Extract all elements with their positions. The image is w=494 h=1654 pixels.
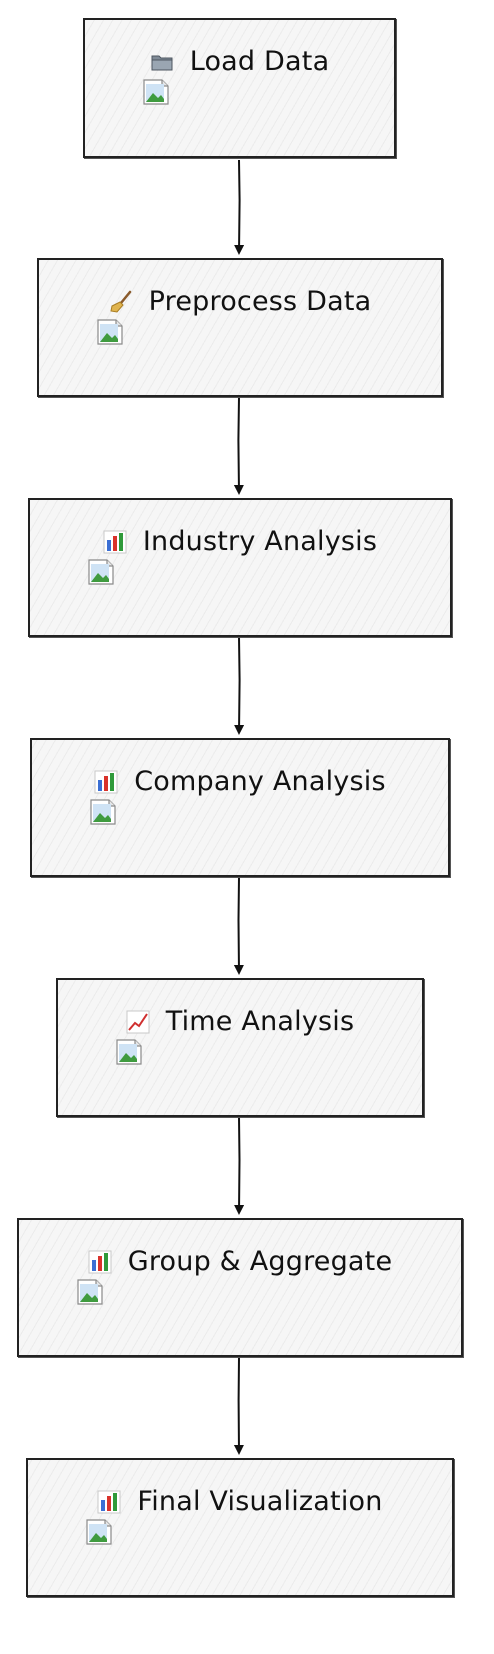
- image-placeholder-icon: [89, 798, 117, 826]
- node-preprocess-data: Preprocess Data: [37, 258, 443, 397]
- node-final-visualization-header: Final Visualization: [28, 1486, 452, 1517]
- edge-industry-to-company: [234, 636, 245, 735]
- node-label: Industry Analysis: [142, 526, 378, 557]
- line-chart-icon: [126, 1010, 150, 1034]
- bar-chart-icon: [88, 1250, 112, 1274]
- node-final-visualization: Final Visualization: [26, 1458, 454, 1597]
- node-label: Preprocess Data: [148, 286, 372, 317]
- image-placeholder-icon: [96, 318, 124, 346]
- node-company-analysis-header: Company Analysis: [32, 766, 448, 797]
- node-industry-analysis-header: Industry Analysis: [30, 526, 450, 557]
- image-placeholder-icon: [76, 1278, 104, 1306]
- edge-preprocess-to-industry: [233, 396, 244, 495]
- edge-time-to-group: [234, 1116, 245, 1215]
- image-placeholder-icon: [115, 1038, 143, 1066]
- node-preprocess-data-header: Preprocess Data: [39, 286, 441, 317]
- folder-icon: [150, 50, 174, 74]
- bar-chart-icon: [97, 1490, 121, 1514]
- node-load-data: Load Data: [83, 18, 396, 158]
- broom-icon: [109, 290, 133, 314]
- node-label: Time Analysis: [165, 1006, 355, 1037]
- node-label: Company Analysis: [134, 766, 386, 797]
- image-placeholder-icon: [142, 78, 170, 106]
- node-industry-analysis: Industry Analysis: [28, 498, 452, 637]
- node-label: Group & Aggregate: [127, 1246, 393, 1277]
- node-load-data-header: Load Data: [85, 46, 394, 77]
- image-placeholder-icon: [87, 558, 115, 586]
- bar-chart-icon: [103, 530, 127, 554]
- node-time-analysis: Time Analysis: [56, 978, 424, 1117]
- node-group-aggregate-header: Group & Aggregate: [19, 1246, 461, 1277]
- node-group-aggregate: Group & Aggregate: [17, 1218, 463, 1357]
- image-placeholder-icon: [85, 1518, 113, 1546]
- node-company-analysis: Company Analysis: [30, 738, 450, 877]
- bar-chart-icon: [94, 770, 118, 794]
- edge-company-to-time: [233, 876, 244, 975]
- node-label: Load Data: [189, 46, 330, 77]
- node-label: Final Visualization: [137, 1486, 383, 1517]
- edge-load-to-preprocess: [234, 159, 245, 255]
- node-time-analysis-header: Time Analysis: [58, 1006, 422, 1037]
